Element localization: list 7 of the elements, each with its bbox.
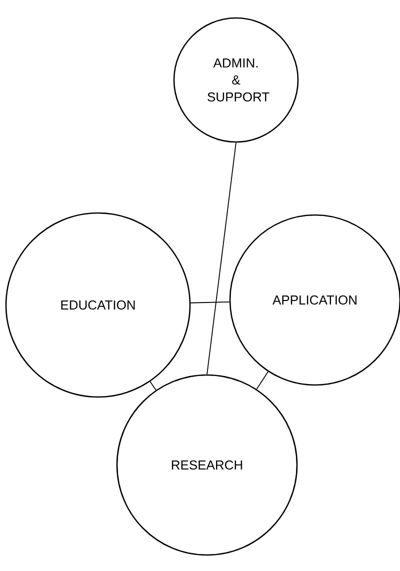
connector-line [150,381,156,391]
circle-node: ADMIN. & SUPPORT [173,17,299,143]
connector-line [256,371,269,390]
connector-line [206,142,236,375]
connector-line [190,302,230,304]
circle-node: RESEARCH [116,374,298,556]
circle-node: EDUCATION [5,212,191,398]
